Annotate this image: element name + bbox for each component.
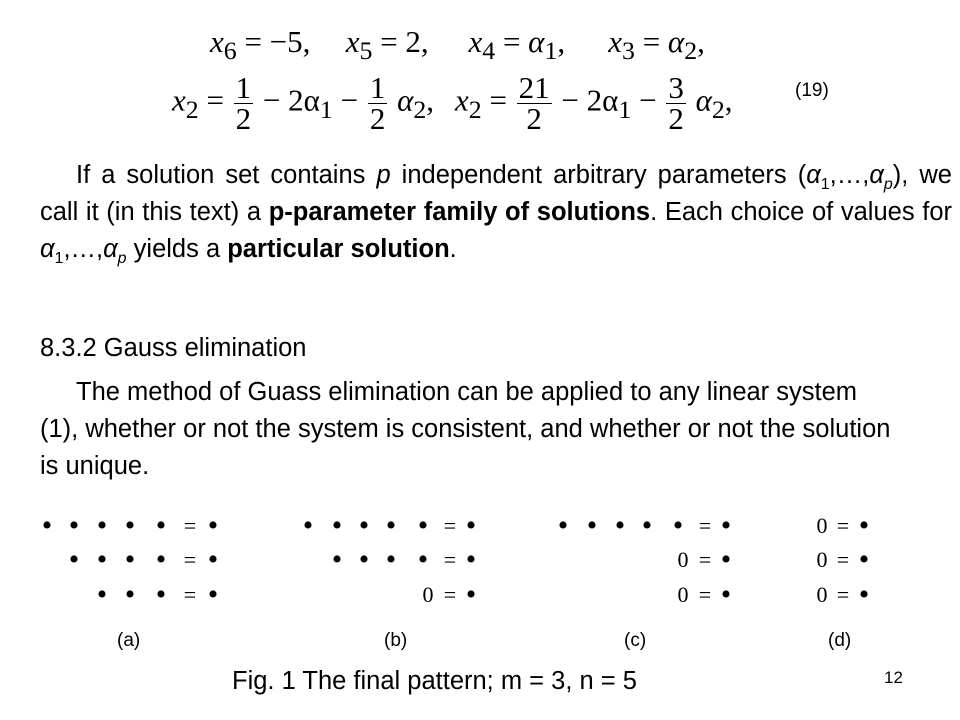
equation-x4: x4 = α1, bbox=[468, 24, 566, 66]
section-heading: 8.3.2 Gauss elimination bbox=[40, 334, 307, 362]
pattern-d: 0 = • 0 = • 0 = • bbox=[817, 509, 870, 611]
pattern-equals: = bbox=[184, 582, 196, 607]
caption-c: (c) bbox=[624, 630, 647, 651]
pattern-equals: = bbox=[699, 547, 711, 572]
pattern-equals: = bbox=[444, 582, 456, 607]
page-number: 12 bbox=[884, 668, 903, 687]
pattern-dot: • bbox=[332, 509, 343, 542]
pattern-zero: 0 bbox=[817, 547, 828, 572]
pattern-equals: = bbox=[837, 547, 849, 572]
pattern-zero: 0 bbox=[423, 582, 434, 607]
figure-caption: Fig. 1 The final pattern; m = 3, n = 5 bbox=[232, 667, 637, 695]
pattern-dot: • bbox=[673, 509, 684, 542]
pattern-rhs-dot: • bbox=[466, 578, 477, 611]
pattern-dot: • bbox=[156, 543, 167, 576]
pattern-a: •••••=•••••=••••=• bbox=[42, 509, 219, 611]
pattern-dot: • bbox=[69, 509, 80, 542]
pattern-rhs-dot: • bbox=[859, 509, 870, 542]
pattern-rhs-dot: • bbox=[466, 543, 477, 576]
pattern-rhs-dot: • bbox=[466, 509, 477, 542]
pattern-rhs-dot: • bbox=[859, 578, 870, 611]
pattern-equals: = bbox=[184, 547, 196, 572]
pattern-equals: = bbox=[837, 582, 849, 607]
pattern-equals: = bbox=[444, 547, 456, 572]
pattern-equals: = bbox=[699, 582, 711, 607]
pattern-dot: • bbox=[642, 509, 653, 542]
pattern-dot: • bbox=[359, 543, 370, 576]
pattern-dot: • bbox=[125, 578, 136, 611]
pattern-dot: • bbox=[615, 509, 626, 542]
pattern-dot: • bbox=[418, 543, 429, 576]
pattern-dot: • bbox=[359, 509, 370, 542]
pattern-dot: • bbox=[69, 543, 80, 576]
pattern-rhs-dot: • bbox=[721, 543, 732, 576]
pattern-zero: 0 bbox=[817, 582, 828, 607]
pattern-dot: • bbox=[587, 509, 598, 542]
pattern-dot: • bbox=[156, 578, 167, 611]
caption-b: (b) bbox=[384, 630, 408, 651]
pattern-dot: • bbox=[386, 509, 397, 542]
pattern-dot: • bbox=[125, 509, 136, 542]
caption-d: (d) bbox=[828, 630, 852, 651]
pattern-b: •••••=•••••=•0=• bbox=[303, 509, 477, 611]
pattern-dot: • bbox=[156, 509, 167, 542]
pattern-equals: = bbox=[837, 513, 849, 538]
pattern-rhs-dot: • bbox=[721, 509, 732, 542]
pattern-c: •••••=•0=•0=• bbox=[558, 509, 732, 611]
pattern-zero: 0 bbox=[678, 582, 689, 607]
pattern-dot: • bbox=[97, 509, 108, 542]
pattern-dot: • bbox=[125, 543, 136, 576]
equation-x3: x3 = α2, bbox=[608, 24, 705, 66]
pattern-dot: • bbox=[332, 543, 343, 576]
equation-x5: x5 = 2, bbox=[345, 24, 429, 66]
paragraph-gauss: The method of Guass elimination can be a… bbox=[40, 378, 891, 480]
equation-row-1: x6 = −5, x5 = 2, x4 = α1, x3 = α2, bbox=[210, 24, 705, 66]
pattern-equals: = bbox=[444, 513, 456, 538]
pattern-dot: • bbox=[418, 509, 429, 542]
pattern-dot: • bbox=[558, 509, 569, 542]
pattern-rhs-dot: • bbox=[208, 578, 219, 611]
pattern-rhs-dot: • bbox=[208, 543, 219, 576]
pattern-dot: • bbox=[97, 543, 108, 576]
pattern-rhs-dot: • bbox=[208, 509, 219, 542]
pattern-dot: • bbox=[97, 578, 108, 611]
equation-x6: x6 = −5, bbox=[210, 24, 311, 66]
pattern-zero: 0 bbox=[678, 547, 689, 572]
pattern-equals: = bbox=[184, 513, 196, 538]
term-particular-solution: particular solution bbox=[227, 235, 450, 263]
pattern-rhs-dot: • bbox=[721, 578, 732, 611]
pattern-dot: • bbox=[386, 543, 397, 576]
paragraph-definition: If a solution set contains p independent… bbox=[40, 161, 952, 268]
pattern-dot: • bbox=[303, 509, 314, 542]
pattern-dot: • bbox=[42, 509, 53, 542]
equation-number: (19) bbox=[795, 80, 829, 101]
pattern-rhs-dot: • bbox=[859, 543, 870, 576]
pattern-zero: 0 bbox=[817, 513, 828, 538]
term-p-parameter-family: p-parameter family of solutions bbox=[268, 198, 651, 226]
pattern-figure: •••••=•••••=••••=• •••••=•••••=•0=• ••••… bbox=[42, 509, 870, 611]
caption-a: (a) bbox=[117, 630, 141, 651]
pattern-equals: = bbox=[699, 513, 711, 538]
